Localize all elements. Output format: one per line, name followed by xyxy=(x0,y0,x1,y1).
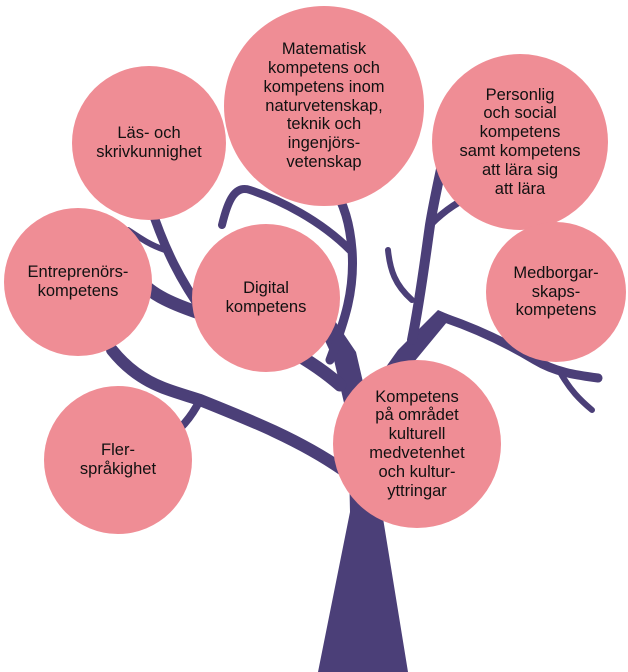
bubble-flersprakighet: Fler- språkighet xyxy=(44,386,192,534)
bubble-entreprenorskompetens: Entreprenörs- kompetens xyxy=(4,208,152,356)
bubble-label: Matematisk kompetens och kompetens inom … xyxy=(263,40,385,171)
bubble-label: Läs- och skrivkunnighet xyxy=(96,124,202,161)
branch-personlig-inner xyxy=(385,247,415,303)
bubble-personlig-och-social-kompetens: Personlig och social kompetens samt komp… xyxy=(432,54,608,230)
bubble-kulturell-medvetenhet: Kompetens på området kulturell medvetenh… xyxy=(333,360,501,528)
bubble-label: Medborgar- skaps- kompetens xyxy=(513,263,599,320)
bubble-matematisk-kompetens: Matematisk kompetens och kompetens inom … xyxy=(224,6,424,206)
bubble-medborgarskapskompetens: Medborgar- skaps- kompetens xyxy=(486,222,626,362)
branch-matematisk-left xyxy=(218,185,354,254)
bubble-las-och-skrivkunnighet: Läs- och skrivkunnighet xyxy=(72,66,226,220)
bubble-label: Personlig och social kompetens samt komp… xyxy=(459,85,581,198)
branch-medborgar-twig2 xyxy=(557,369,595,413)
bubble-label: Entreprenörs- kompetens xyxy=(27,263,129,300)
bubble-label: Digital kompetens xyxy=(225,279,307,316)
bubble-label: Fler- språkighet xyxy=(79,441,157,478)
bubble-label: Kompetens på området kulturell medvetenh… xyxy=(369,387,465,500)
bubble-digital-kompetens: Digital kompetens xyxy=(192,224,340,372)
